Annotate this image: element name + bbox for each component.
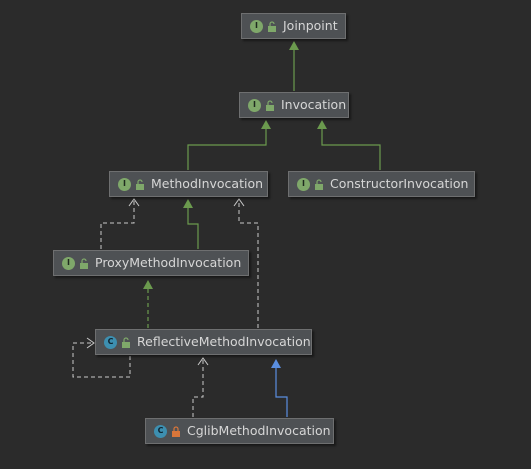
edge-reflective-methodinvocation-dependency — [233, 198, 259, 328]
edge-proxymethodinvocation-methodinvocation — [183, 199, 199, 249]
lock-open-icon — [268, 20, 276, 32]
node-label: MethodInvocation — [151, 176, 264, 191]
lock-open-icon — [136, 178, 144, 190]
interface-icon: I — [297, 177, 310, 191]
node-label: Joinpoint — [283, 18, 338, 33]
class-icon: C — [104, 335, 117, 349]
lock-open-icon — [80, 257, 88, 269]
node-method-invocation[interactable]: I MethodInvocation — [109, 171, 268, 197]
inner-class-icon: C — [154, 424, 167, 438]
lock-open-icon — [315, 178, 323, 190]
node-reflective-method-invocation[interactable]: C ReflectiveMethodInvocation — [95, 329, 312, 355]
node-label: ProxyMethodInvocation — [95, 255, 242, 270]
node-label: ReflectiveMethodInvocation — [137, 334, 311, 349]
edge-constructorinvocation-invocation — [317, 120, 381, 170]
edge-invocation-joinpoint — [289, 41, 299, 91]
node-label: CglibMethodInvocation — [187, 423, 331, 438]
node-invocation[interactable]: I Invocation — [239, 92, 349, 118]
node-label: Invocation — [281, 97, 347, 112]
interface-icon: I — [250, 19, 263, 33]
interface-icon: I — [118, 177, 131, 191]
interface-icon: I — [62, 256, 75, 270]
node-joinpoint[interactable]: I Joinpoint — [241, 13, 346, 39]
lock-closed-icon — [172, 425, 180, 437]
edge-methodinvocation-invocation — [187, 120, 271, 170]
interface-icon: I — [248, 98, 261, 112]
node-cglib-method-invocation[interactable]: C CglibMethodInvocation — [145, 418, 334, 444]
lock-open-icon — [122, 336, 130, 348]
node-constructor-invocation[interactable]: I ConstructorInvocation — [288, 171, 475, 197]
edge-cglib-reflective — [271, 359, 288, 417]
lock-open-icon — [266, 99, 274, 111]
edge-reflective-self-dependency — [72, 337, 131, 378]
edge-proxymethodinvocation-dependency — [100, 198, 140, 249]
node-proxy-method-invocation[interactable]: I ProxyMethodInvocation — [53, 250, 249, 276]
node-label: ConstructorInvocation — [330, 176, 469, 191]
edge-reflective-proxymethodinvocation — [143, 280, 153, 328]
edge-cglib-reflective-dependency — [192, 357, 209, 417]
